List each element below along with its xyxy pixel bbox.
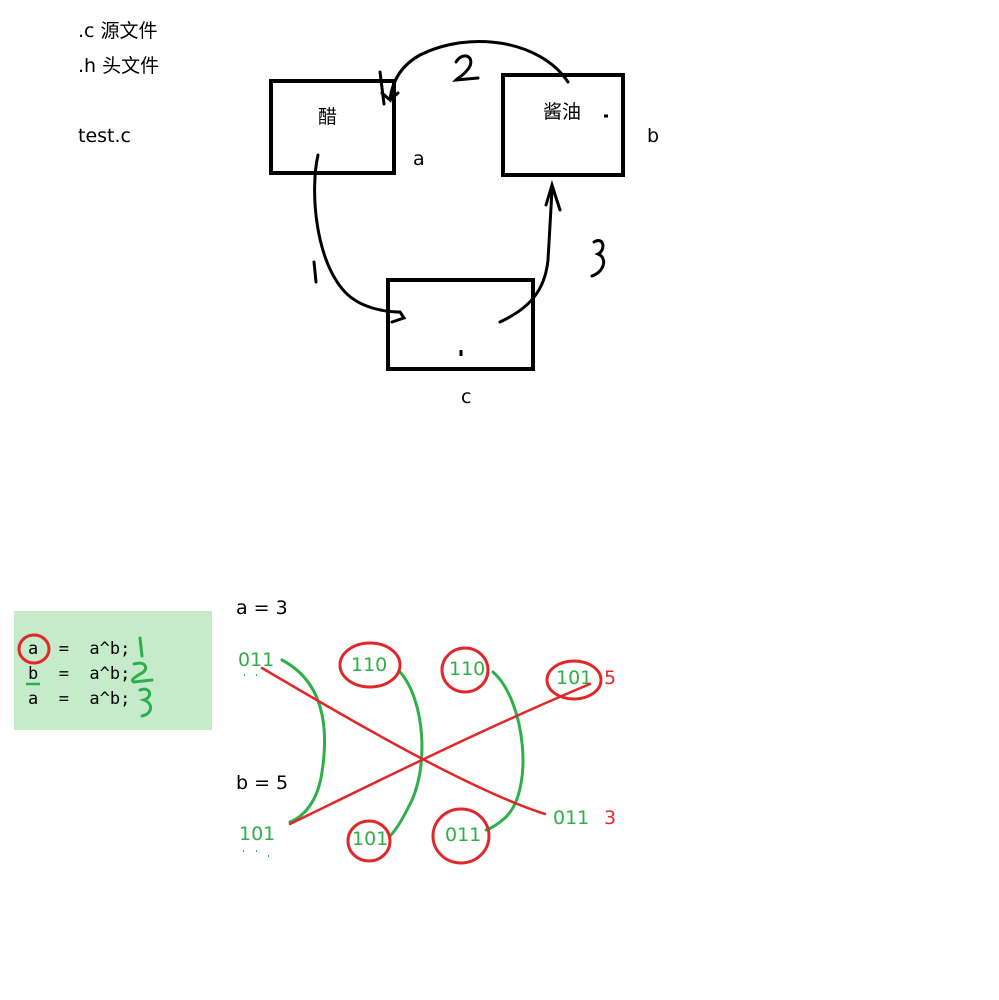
green-step-3 <box>138 687 152 718</box>
numeral-3-mark <box>590 239 606 278</box>
arc-step3 <box>484 670 525 832</box>
a-equals-label: a = 3 <box>236 597 288 619</box>
box-a-text: 醋 <box>318 106 338 128</box>
red-line-b-to-final <box>288 682 592 826</box>
a-bits: 011 <box>238 649 275 671</box>
b-bits: 101 <box>239 823 276 845</box>
note-h-header: .h 头文件 <box>78 55 160 77</box>
code-line-1: a = a^b; <box>28 639 131 659</box>
circle-step1-top <box>338 641 402 689</box>
circle-step1-bottom <box>346 819 392 863</box>
arc-step2 <box>388 670 424 838</box>
note-test-file: test.c <box>78 125 131 147</box>
green-step-2 <box>130 661 154 684</box>
box-b-text: 酱油 <box>543 101 582 123</box>
step1-bottom-bits: 101 <box>352 828 389 850</box>
code-panel <box>14 611 212 730</box>
path-a-to-c <box>313 153 407 324</box>
final-bottom-value: 3 <box>604 807 617 829</box>
red-line-a-to-final <box>260 666 547 816</box>
circle-a-var <box>17 633 51 665</box>
circle-final-top <box>545 659 603 701</box>
box-c-label: c <box>461 386 472 408</box>
numeral-2-mark <box>452 54 480 82</box>
final-top-bits: 101 <box>556 667 593 689</box>
note-c-source: .c 源文件 <box>78 20 158 42</box>
code-line-2: b = a^b; <box>28 664 131 684</box>
b-equals-label: b = 5 <box>236 772 289 794</box>
numeral-1-mark <box>312 260 318 284</box>
circle-step2-top <box>440 646 490 694</box>
path-c-to-b <box>498 179 562 324</box>
green-step-1 <box>138 636 144 658</box>
step2-top-bits: 110 <box>449 658 486 680</box>
arc-step1 <box>280 658 326 824</box>
path-a-marker <box>378 70 386 106</box>
box-b-label: b <box>647 125 660 147</box>
dots-b-bits <box>243 850 269 857</box>
box-a-label: a <box>413 148 425 170</box>
step1-top-bits: 110 <box>351 654 388 676</box>
step2-bottom-bits: 011 <box>445 824 482 846</box>
box-b <box>501 73 625 177</box>
final-top-value: 5 <box>604 667 617 689</box>
box-a <box>269 79 396 175</box>
code-line-3: a = a^b; <box>28 689 131 709</box>
path-b-to-a <box>380 39 570 104</box>
circle-step2-bottom <box>431 807 491 865</box>
final-bottom-bits: 011 <box>553 807 590 829</box>
